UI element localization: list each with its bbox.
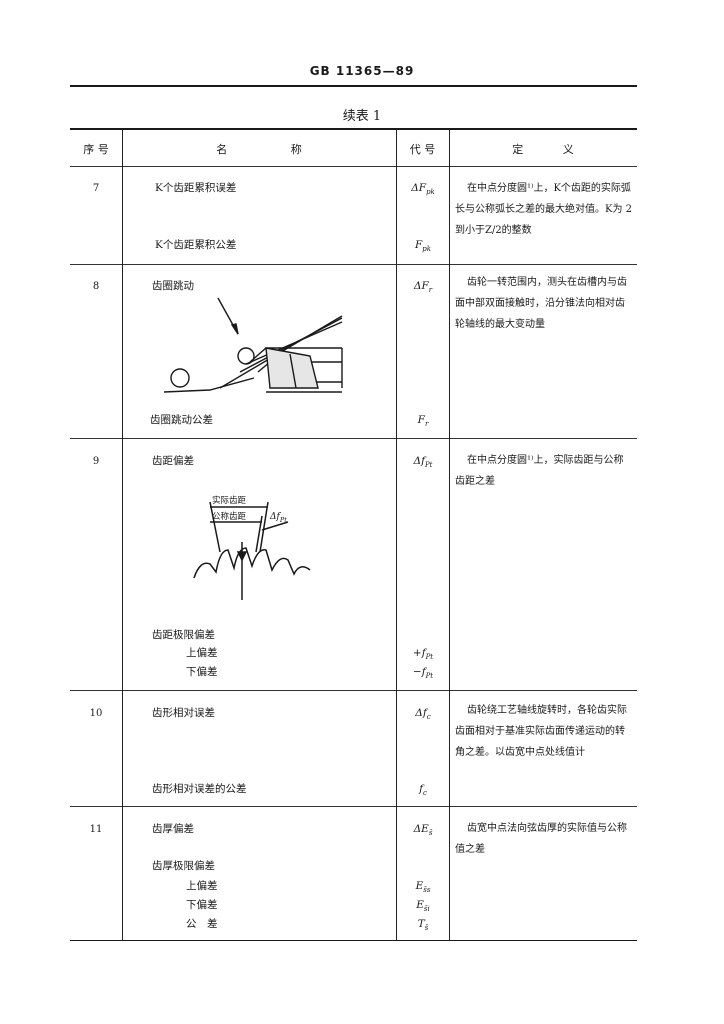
- runout-measurement-figure: [163, 297, 343, 393]
- tolerance-code: fc: [419, 783, 427, 798]
- item-name: 齿厚偏差: [152, 823, 194, 835]
- column-divider: [449, 129, 450, 941]
- item-definition: 齿轮一转范围内，测头在齿槽内与齿面中部双面接触时，沿分锥法向相对齿轮轴线的最大变…: [455, 277, 627, 330]
- upper-deviation-label: 上偏差: [186, 647, 218, 659]
- upper-deviation-label: 上偏差: [186, 880, 218, 892]
- row-number: 8: [92, 281, 100, 292]
- actual-pitch-label: 实际齿距: [212, 496, 247, 506]
- table-top-rule: [70, 128, 637, 130]
- lower-deviation-label: 下偏差: [186, 666, 218, 678]
- item-definition: 在中点分度圆¹⁾上，实际齿距与公称齿距之差: [455, 455, 624, 487]
- nominal-pitch-label: 公称齿距: [212, 512, 247, 522]
- header-rule: [70, 85, 637, 87]
- upper-deviation-code: +fPt: [412, 647, 434, 662]
- tolerance-label: 公 差: [186, 918, 218, 930]
- row-divider: [70, 438, 637, 439]
- tolerance-name: 齿圈跳动公差: [150, 414, 213, 426]
- tolerance-name: 齿形相对误差的公差: [152, 783, 247, 795]
- item-code: Δfc: [415, 707, 431, 722]
- column-divider: [122, 129, 123, 941]
- item-name: 齿距偏差: [152, 455, 194, 467]
- item-code: ΔEs̄: [413, 823, 433, 838]
- row-number: 10: [89, 708, 103, 719]
- column-divider: [396, 129, 397, 941]
- tolerance-code: Fr: [417, 414, 429, 429]
- item-code: ΔFpk: [411, 182, 435, 197]
- tolerance-name: 齿厚极限偏差: [152, 860, 215, 872]
- table-caption: 续表 1: [342, 109, 382, 124]
- row-number: 11: [89, 824, 103, 835]
- pitch-deviation-figure: 实际齿距 公称齿距 ΔfPt: [180, 490, 320, 605]
- item-code: ΔFr: [413, 280, 433, 295]
- lower-deviation-code: −fPt: [412, 666, 434, 681]
- column-header-no: 序 号: [83, 143, 109, 156]
- column-header-code: 代 号: [409, 143, 436, 156]
- item-name: 齿圈跳动: [152, 280, 194, 292]
- item-code: ΔfPt: [413, 455, 433, 470]
- row-number: 7: [92, 183, 100, 194]
- tolerance-code: Ts̄: [417, 918, 429, 933]
- item-name: K个齿距累积误差: [155, 182, 237, 194]
- column-header-definition: 定 义: [512, 143, 574, 156]
- upper-deviation-code: Es̄s: [415, 880, 431, 895]
- row-divider: [70, 806, 637, 807]
- item-definition: 在中点分度圆¹⁾上，K个齿距的实际弧长与公称弧长之差的最大绝对值。K为 2 到小…: [455, 183, 633, 236]
- table-bottom-rule: [70, 940, 637, 941]
- tolerance-name: 齿距极限偏差: [152, 629, 215, 641]
- tolerance-name: K个齿距累积公差: [155, 239, 237, 251]
- column-header-rule: [70, 166, 637, 167]
- row-divider: [70, 264, 637, 265]
- lower-deviation-label: 下偏差: [186, 899, 218, 911]
- standard-number: GB 11365—89: [309, 64, 415, 78]
- item-name: 齿形相对误差: [152, 707, 215, 719]
- row-divider: [70, 690, 637, 691]
- lower-deviation-code: Es̄i: [416, 899, 430, 914]
- tolerance-code: Fpk: [414, 239, 432, 254]
- pitch-deviation-label: ΔfPt: [270, 512, 287, 524]
- column-header-name: 名 称: [216, 143, 302, 156]
- item-definition: 齿轮绕工艺轴线旋转时，各轮齿实际齿面相对于基准实际齿面传递运动的转角之差。以齿宽…: [455, 705, 627, 758]
- item-definition: 齿宽中点法向弦齿厚的实际值与公称值之差: [455, 823, 627, 855]
- row-number: 9: [92, 456, 100, 467]
